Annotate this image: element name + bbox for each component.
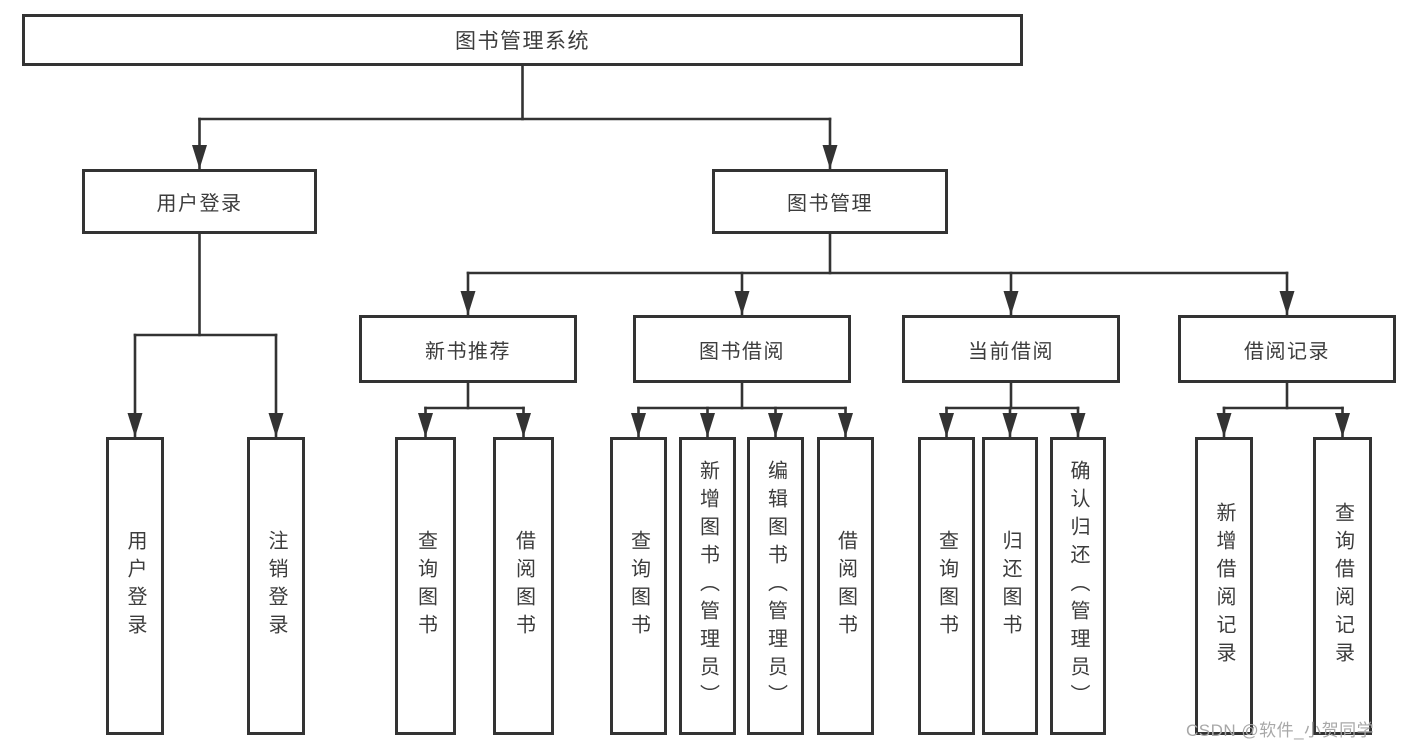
leaf-borrow-books: 借阅图书 [817, 437, 874, 735]
leaf-add-books-admin: 新增图书（管理员） [679, 437, 736, 735]
leaf-return-books: 归还图书 [982, 437, 1038, 735]
node-root-system: 图书管理系统 [22, 14, 1023, 66]
leaf-user-login: 用户登录 [106, 437, 164, 735]
leaf-add-borrow-record: 新增借阅记录 [1195, 437, 1253, 735]
node-user-login: 用户登录 [82, 169, 317, 234]
csdn-watermark: CSDN @软件_小贺同学 [1186, 721, 1375, 740]
leaf-query-books: 查询图书 [610, 437, 667, 735]
node-new-book-recommend: 新书推荐 [359, 315, 577, 383]
node-borrow-records: 借阅记录 [1178, 315, 1396, 383]
node-current-borrow: 当前借阅 [902, 315, 1120, 383]
leaf-borrow-books: 借阅图书 [493, 437, 554, 735]
leaf-query-books: 查询图书 [395, 437, 456, 735]
leaf-query-borrow-record: 查询借阅记录 [1313, 437, 1372, 735]
leaf-edit-books-admin: 编辑图书（管理员） [747, 437, 804, 735]
node-book-borrow: 图书借阅 [633, 315, 851, 383]
node-book-management: 图书管理 [712, 169, 948, 234]
leaf-query-books: 查询图书 [918, 437, 975, 735]
leaf-logout: 注销登录 [247, 437, 305, 735]
leaf-confirm-return-admin: 确认归还（管理员） [1050, 437, 1106, 735]
